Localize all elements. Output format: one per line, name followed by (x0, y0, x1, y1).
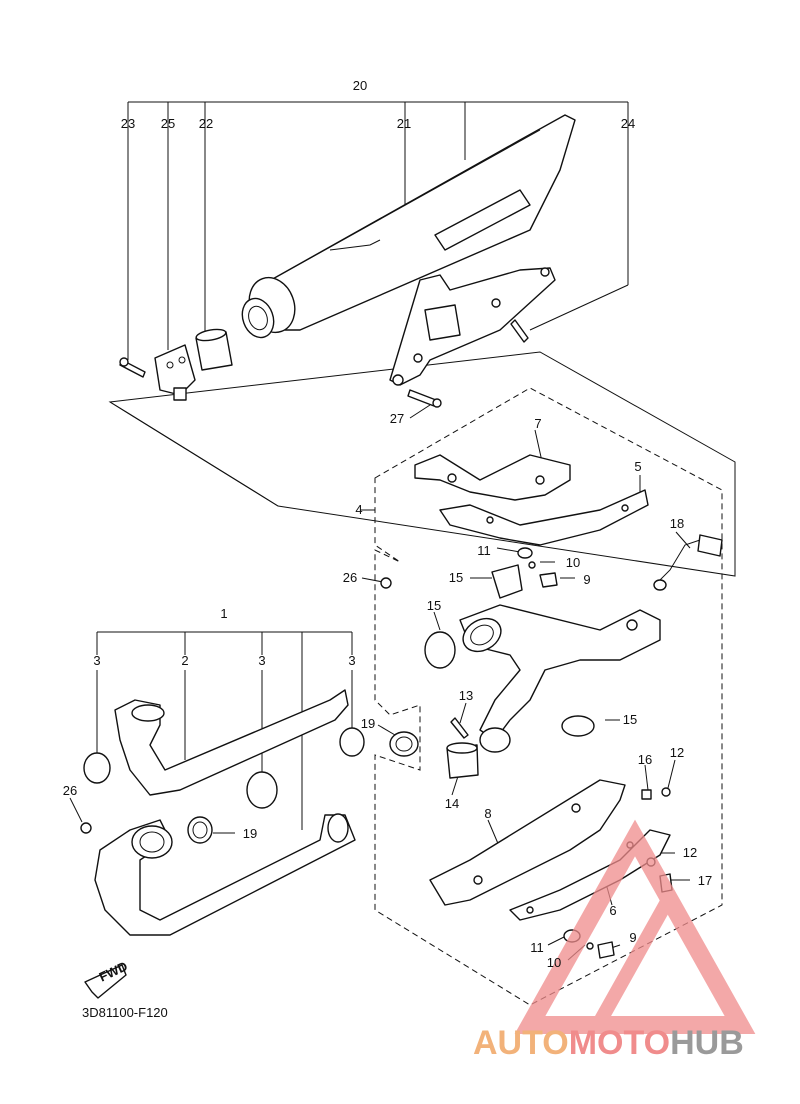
callout-9-lower: 9 (629, 930, 636, 945)
callout-12-upper: 12 (670, 745, 684, 760)
callout-19-upper: 19 (361, 716, 375, 731)
callout-17: 17 (698, 873, 712, 888)
callout-10-lower: 10 (547, 955, 561, 970)
callout-25: 25 (161, 116, 175, 131)
muffler-group-outline (108, 351, 736, 577)
callout-15-upper: 15 (449, 570, 463, 585)
watermark-moto: MOTO (569, 1024, 670, 1062)
watermark-auto: AUTO (473, 1024, 569, 1062)
callout-6: 6 (609, 903, 616, 918)
callout-1: 1 (220, 606, 227, 621)
watermark-text: AUTOMOTOHUB (473, 1024, 744, 1062)
callout-22: 22 (199, 116, 213, 131)
callout-11-upper: 11 (477, 543, 491, 558)
diagram-code: 3D81100-F120 (82, 1005, 168, 1020)
callout-16: 16 (638, 752, 652, 767)
callout-26-upper: 26 (343, 570, 357, 585)
callout-3-middle: 3 (258, 653, 265, 668)
svg-text:AUTOMOTOHUB: AUTOMOTOHUB (473, 1024, 744, 1062)
callout-8: 8 (484, 806, 491, 821)
callout-23: 23 (121, 116, 135, 131)
callout-18: 18 (670, 516, 684, 531)
front-exhaust-pipe (80, 689, 365, 936)
callout-12-lower: 12 (683, 845, 697, 860)
upper-protectors (414, 454, 723, 591)
heat-protector-group-outline (374, 387, 723, 1006)
callout-27: 27 (390, 411, 404, 426)
callout-14: 14 (445, 796, 459, 811)
callout-4: 4 (355, 502, 362, 517)
callout-3-right: 3 (348, 653, 355, 668)
callout-20: 20 (353, 78, 367, 93)
callout-2: 2 (181, 653, 188, 668)
callout-21: 21 (397, 116, 411, 131)
callout-15-left: 15 (427, 598, 441, 613)
callout-11-lower: 11 (530, 940, 544, 955)
callout-26-lower: 26 (63, 783, 77, 798)
callout-labels: 20 23 25 22 21 24 27 7 5 4 11 10 9 18 26… (63, 78, 712, 970)
fwd-arrow-icon: FWD (84, 958, 130, 999)
callout-24: 24 (621, 116, 635, 131)
callout-19-lower: 19 (243, 826, 257, 841)
callout-3-left: 3 (93, 653, 100, 668)
exhaust-pipe-y (380, 564, 661, 779)
callout-7: 7 (534, 416, 541, 431)
callout-15-right: 15 (623, 712, 637, 727)
callout-13: 13 (459, 688, 473, 703)
callout-9-upper: 9 (583, 572, 590, 587)
callout-10-upper: 10 (566, 555, 580, 570)
callout-5: 5 (634, 459, 641, 474)
watermark-logo (514, 819, 756, 1034)
muffler-assembly (119, 114, 576, 408)
watermark-hub: HUB (670, 1024, 744, 1062)
